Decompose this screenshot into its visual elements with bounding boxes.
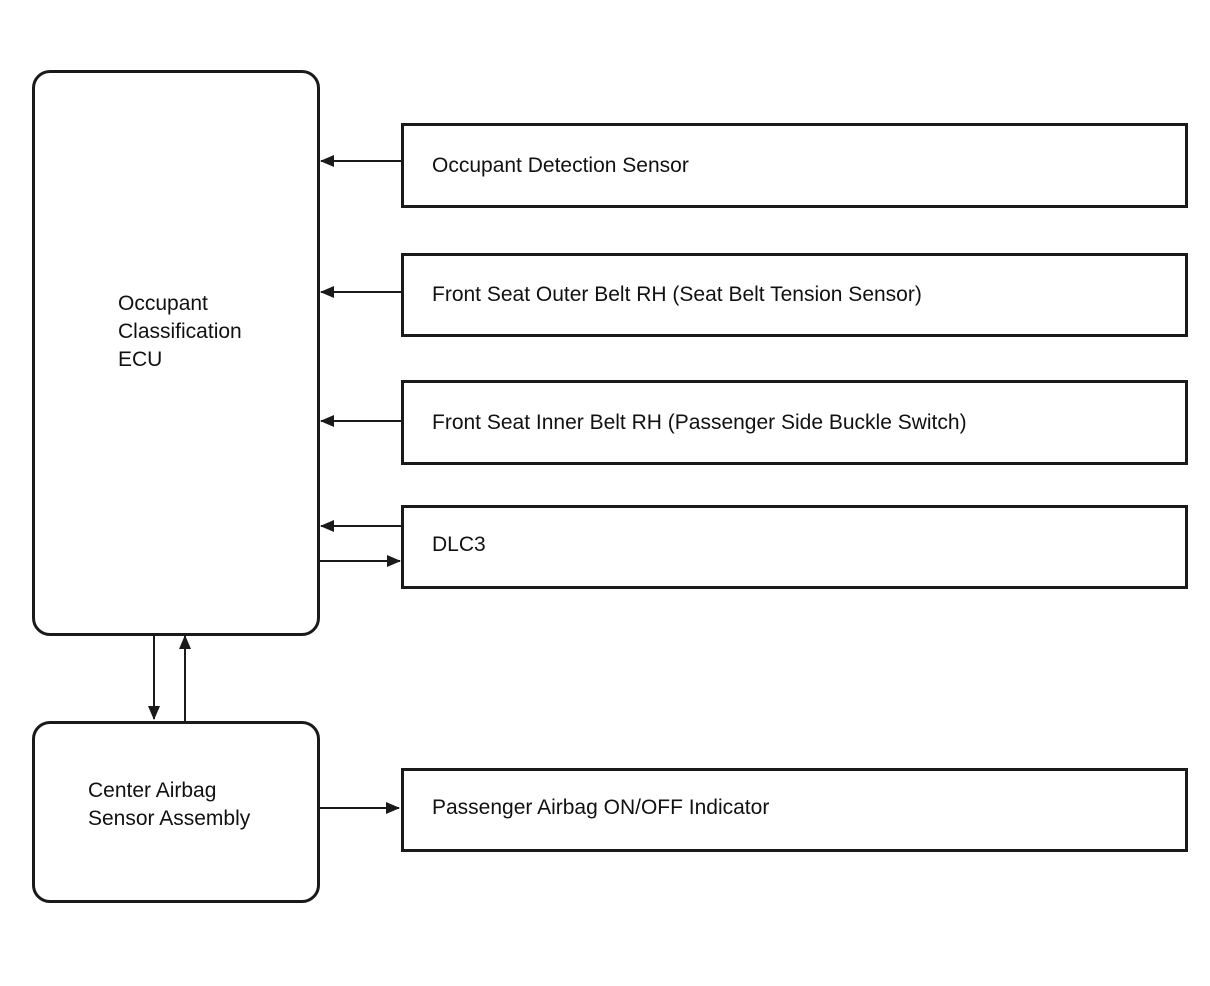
outer-belt-label: Front Seat Outer Belt RH (Seat Belt Tens…: [432, 283, 922, 306]
inner-belt-node: Front Seat Inner Belt RH (Passenger Side…: [401, 380, 1188, 465]
airbag-indicator-label: Passenger Airbag ON/OFF Indicator: [432, 796, 770, 819]
occupant-detection-sensor-node: Occupant Detection Sensor: [401, 123, 1188, 208]
occupant-detection-sensor-label: Occupant Detection Sensor: [432, 153, 689, 177]
dlc3-node: DLC3: [401, 505, 1188, 589]
dlc3-label: DLC3: [432, 533, 486, 556]
airbag-indicator-node: Passenger Airbag ON/OFF Indicator: [401, 768, 1188, 852]
airbag-sensor-node: Center Airbag Sensor Assembly: [32, 721, 320, 903]
ecu-node: Occupant Classification ECU: [32, 70, 320, 636]
outer-belt-node: Front Seat Outer Belt RH (Seat Belt Tens…: [401, 253, 1188, 337]
ecu-label: Occupant Classification ECU: [118, 292, 242, 371]
inner-belt-label: Front Seat Inner Belt RH (Passenger Side…: [432, 410, 967, 434]
airbag-sensor-label: Center Airbag Sensor Assembly: [88, 779, 251, 830]
